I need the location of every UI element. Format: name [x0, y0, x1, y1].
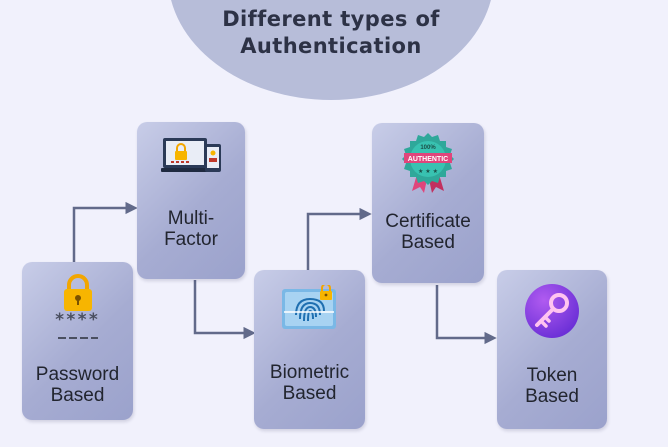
arrow-biometric-to-certificate	[306, 207, 372, 270]
card-label-line-1: Certificate	[385, 211, 471, 232]
card-multi-factor: Multi- Factor	[137, 122, 245, 279]
key-token-icon	[525, 284, 579, 338]
badge-top-text: 100%	[420, 145, 436, 151]
authentic-badge-icon: AUTHENTIC 100% ★ ★ ★	[402, 133, 454, 193]
fingerprint-scan-icon	[282, 285, 336, 329]
arrow-password-to-multifactor	[72, 201, 138, 262]
card-label-biometric: Biometric Based	[254, 362, 365, 404]
title-line-1: Different types of	[222, 7, 440, 31]
card-label-line-2: Factor	[164, 229, 218, 250]
card-label-line-2: Based	[525, 386, 579, 407]
devices-lock-icon	[161, 138, 221, 172]
padlock-password-icon	[58, 274, 98, 339]
card-certificate-based: AUTHENTIC 100% ★ ★ ★ Certificate Based	[372, 123, 484, 283]
arrow-multifactor-to-biometric	[193, 280, 256, 340]
card-label-multi-factor: Multi- Factor	[137, 208, 245, 250]
card-biometric-based: Biometric Based	[254, 270, 365, 429]
password-mask: ****	[54, 310, 100, 330]
title-line-2: Authentication	[240, 34, 422, 58]
card-label-line-1: Password	[35, 364, 120, 385]
card-label-line-1: Token	[526, 365, 578, 386]
badge-ribbon-text: AUTHENTIC	[408, 156, 448, 163]
card-label-password: Password Based	[22, 364, 133, 406]
diagram-title: Different types of Authentication	[168, 6, 494, 60]
card-label-line-2: Based	[50, 385, 105, 406]
card-label-token: Token Based	[497, 365, 607, 407]
arrow-certificate-to-token	[435, 285, 497, 345]
card-label-line-1: Multi-	[167, 208, 215, 229]
card-token-based: Token Based	[497, 270, 607, 429]
card-label-line-2: Based	[282, 383, 337, 404]
card-label-certificate: Certificate Based	[372, 211, 484, 253]
badge-stars: ★ ★ ★	[418, 168, 438, 175]
card-password-based: **** Password Based	[22, 262, 133, 420]
card-label-line-2: Based	[401, 232, 455, 253]
card-label-line-1: Biometric	[269, 362, 350, 383]
